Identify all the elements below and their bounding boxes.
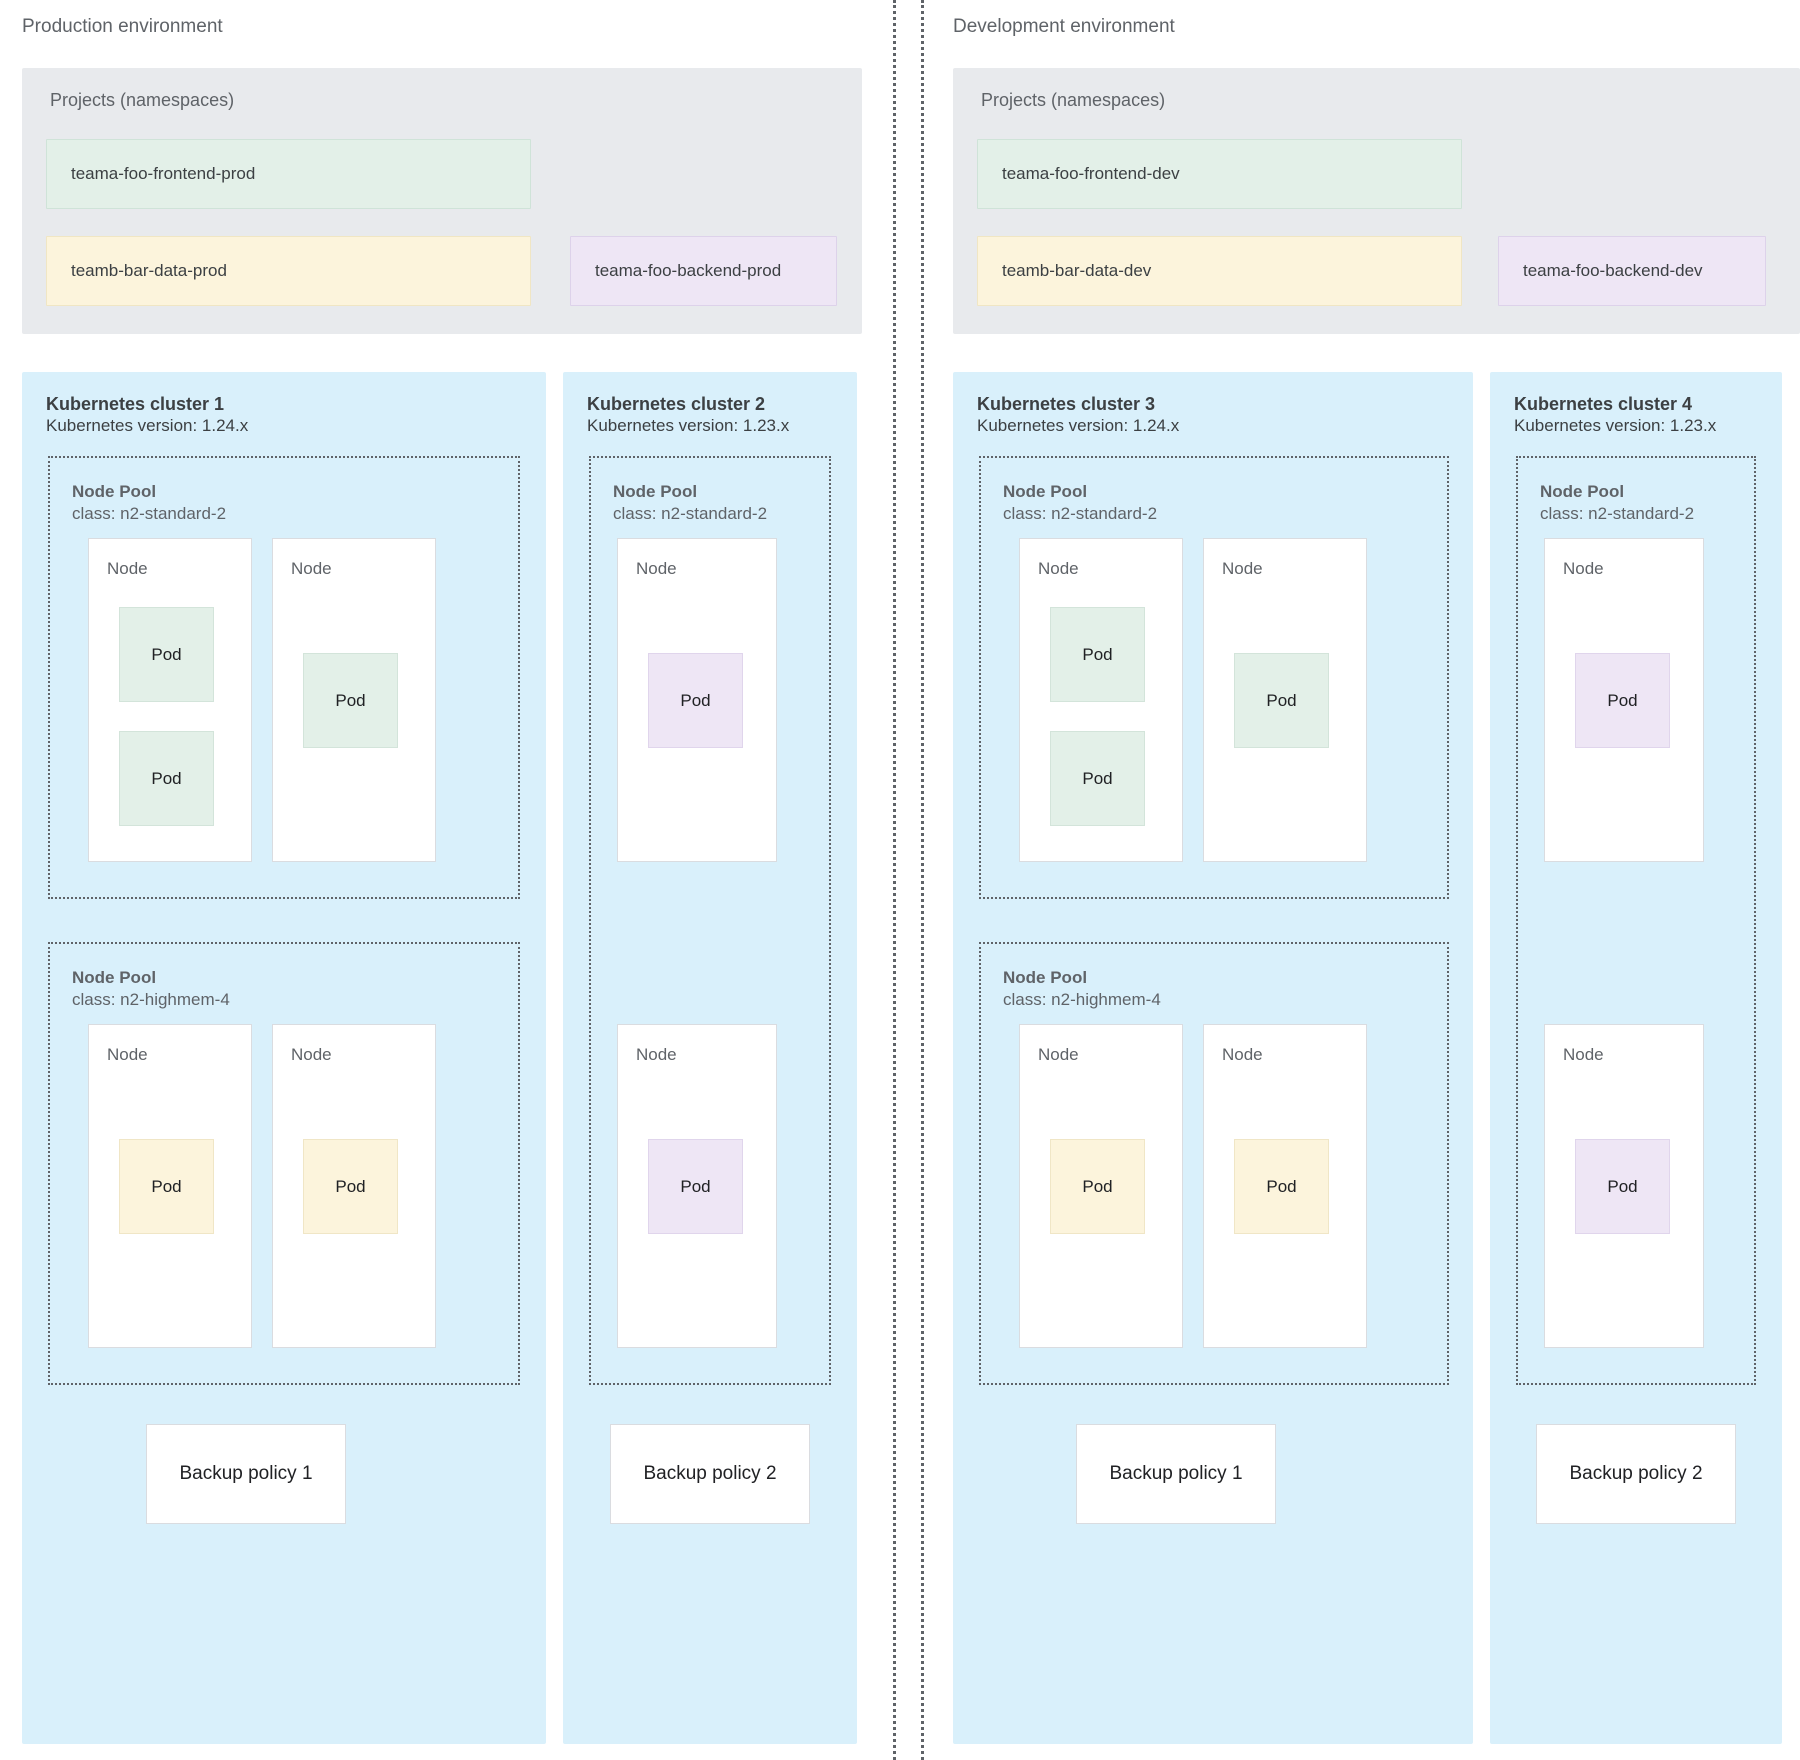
cluster-title: Kubernetes cluster 1 (46, 394, 225, 414)
node-pool-title: Node Pool (72, 968, 157, 987)
cluster-title: Kubernetes cluster 2 (587, 394, 766, 414)
node-pool-class: class: n2-standard-2 (1003, 504, 1158, 523)
node-pool-class: class: n2-highmem-4 (72, 990, 230, 1009)
node-box[interactable]: Node Pod (88, 1024, 252, 1348)
pod-box[interactable]: Pod (1050, 731, 1145, 826)
namespace-box-teamb-bar-data-prod[interactable]: teamb-bar-data-prod (46, 236, 531, 306)
pod-box[interactable]: Pod (1575, 1139, 1670, 1234)
node-pool-class: class: n2-standard-2 (1540, 504, 1695, 523)
cluster-version: Kubernetes version: 1.24.x (977, 416, 1180, 435)
namespace-box-teama-foo-backend-dev[interactable]: teama-foo-backend-dev (1498, 236, 1766, 306)
node-pool-title: Node Pool (72, 482, 157, 501)
cluster-title: Kubernetes cluster 3 (977, 394, 1156, 414)
cluster-panel-2[interactable]: Kubernetes cluster 2 Kubernetes version:… (563, 372, 857, 1744)
cluster-panel-4[interactable]: Kubernetes cluster 4 Kubernetes version:… (1490, 372, 1782, 1744)
namespace-label: teama-foo-backend-prod (595, 261, 782, 280)
environment-title-development: Development environment (953, 16, 1175, 37)
node-pool-highmem: Node Pool class: n2-highmem-4 Node Pod N… (48, 942, 520, 1385)
node-box[interactable]: Node Pod (617, 1024, 777, 1348)
namespace-label: teama-foo-frontend-dev (1002, 164, 1180, 183)
namespace-box-teama-foo-backend-prod[interactable]: teama-foo-backend-prod (570, 236, 837, 306)
node-pool-highmem: Node Pool class: n2-highmem-4 Node Pod N… (979, 942, 1449, 1385)
cluster-version: Kubernetes version: 1.23.x (1514, 416, 1717, 435)
pod-box[interactable]: Pod (303, 653, 398, 748)
node-label: Node (636, 559, 677, 578)
node-pool-title: Node Pool (1003, 968, 1088, 987)
node-box[interactable]: Node Pod Pod (88, 538, 252, 862)
node-box[interactable]: Node Pod Pod (1019, 538, 1183, 862)
environment-title-production: Production environment (22, 16, 223, 37)
pod-box[interactable]: Pod (648, 653, 743, 748)
pod-box[interactable]: Pod (1234, 1139, 1329, 1234)
namespace-label: teama-foo-backend-dev (1523, 261, 1703, 280)
backup-policy-box[interactable]: Backup policy 1 (146, 1424, 346, 1524)
cluster-version: Kubernetes version: 1.23.x (587, 416, 790, 435)
node-label: Node (1038, 1045, 1079, 1064)
namespace-box-teama-foo-frontend-dev[interactable]: teama-foo-frontend-dev (977, 139, 1462, 209)
cluster-panel-1[interactable]: Kubernetes cluster 1 Kubernetes version:… (22, 372, 546, 1744)
environment-development: Development environment Projects (namesp… (935, 0, 1800, 1760)
pod-box[interactable]: Pod (119, 731, 214, 826)
node-box[interactable]: Node Pod (272, 1024, 436, 1348)
node-pool-class: class: n2-standard-2 (72, 504, 227, 523)
backup-policy-box[interactable]: Backup policy 1 (1076, 1424, 1276, 1524)
node-box[interactable]: Node Pod (1544, 538, 1704, 862)
namespace-label: teama-foo-frontend-prod (71, 164, 256, 183)
pod-box[interactable]: Pod (648, 1139, 743, 1234)
node-box[interactable]: Node Pod (1203, 1024, 1367, 1348)
namespace-box-teama-foo-frontend-prod[interactable]: teama-foo-frontend-prod (46, 139, 531, 209)
node-label: Node (291, 1045, 332, 1064)
node-label: Node (107, 559, 148, 578)
namespace-box-teamb-bar-data-dev[interactable]: teamb-bar-data-dev (977, 236, 1462, 306)
node-pool-standard: Node Pool class: n2-standard-2 Node Pod … (589, 456, 831, 1385)
projects-label-production: Projects (namespaces) (50, 90, 235, 110)
node-label: Node (1563, 1045, 1604, 1064)
pod-box[interactable]: Pod (303, 1139, 398, 1234)
node-label: Node (1222, 1045, 1263, 1064)
projects-panel-development: Projects (namespaces) teama-foo-frontend… (953, 68, 1800, 334)
environment-divider-line-left (893, 0, 896, 1760)
projects-label-development: Projects (namespaces) (981, 90, 1166, 110)
node-pool-standard: Node Pool class: n2-standard-2 Node Pod … (1516, 456, 1756, 1385)
node-box[interactable]: Node Pod (1203, 538, 1367, 862)
node-box[interactable]: Node Pod (1544, 1024, 1704, 1348)
pod-box[interactable]: Pod (1234, 653, 1329, 748)
pod-box[interactable]: Pod (1050, 1139, 1145, 1234)
projects-panel-production: Projects (namespaces) teama-foo-frontend… (22, 68, 862, 334)
node-label: Node (1563, 559, 1604, 578)
node-label: Node (291, 559, 332, 578)
backup-policy-box[interactable]: Backup policy 2 (610, 1424, 810, 1524)
cluster-version: Kubernetes version: 1.24.x (46, 416, 249, 435)
pod-box[interactable]: Pod (119, 607, 214, 702)
node-pool-title: Node Pool (1540, 482, 1625, 501)
node-box[interactable]: Node Pod (617, 538, 777, 862)
node-pool-standard: Node Pool class: n2-standard-2 Node Pod … (48, 456, 520, 899)
node-pool-class: class: n2-highmem-4 (1003, 990, 1161, 1009)
node-label: Node (1038, 559, 1079, 578)
namespace-label: teamb-bar-data-prod (71, 261, 227, 280)
pod-box[interactable]: Pod (1050, 607, 1145, 702)
cluster-title: Kubernetes cluster 4 (1514, 394, 1693, 414)
node-label: Node (1222, 559, 1263, 578)
node-label: Node (636, 1045, 677, 1064)
cluster-panel-3[interactable]: Kubernetes cluster 3 Kubernetes version:… (953, 372, 1473, 1744)
node-label: Node (107, 1045, 148, 1064)
environment-divider-line-right (921, 0, 924, 1760)
node-pool-title: Node Pool (1003, 482, 1088, 501)
pod-box[interactable]: Pod (119, 1139, 214, 1234)
node-box[interactable]: Node Pod (272, 538, 436, 862)
namespace-label: teamb-bar-data-dev (1002, 261, 1152, 280)
node-pool-standard: Node Pool class: n2-standard-2 Node Pod … (979, 456, 1449, 899)
backup-policy-box[interactable]: Backup policy 2 (1536, 1424, 1736, 1524)
node-pool-class: class: n2-standard-2 (613, 504, 768, 523)
environment-production: Production environment Projects (namespa… (0, 0, 880, 1760)
pod-box[interactable]: Pod (1575, 653, 1670, 748)
node-pool-title: Node Pool (613, 482, 698, 501)
node-box[interactable]: Node Pod (1019, 1024, 1183, 1348)
